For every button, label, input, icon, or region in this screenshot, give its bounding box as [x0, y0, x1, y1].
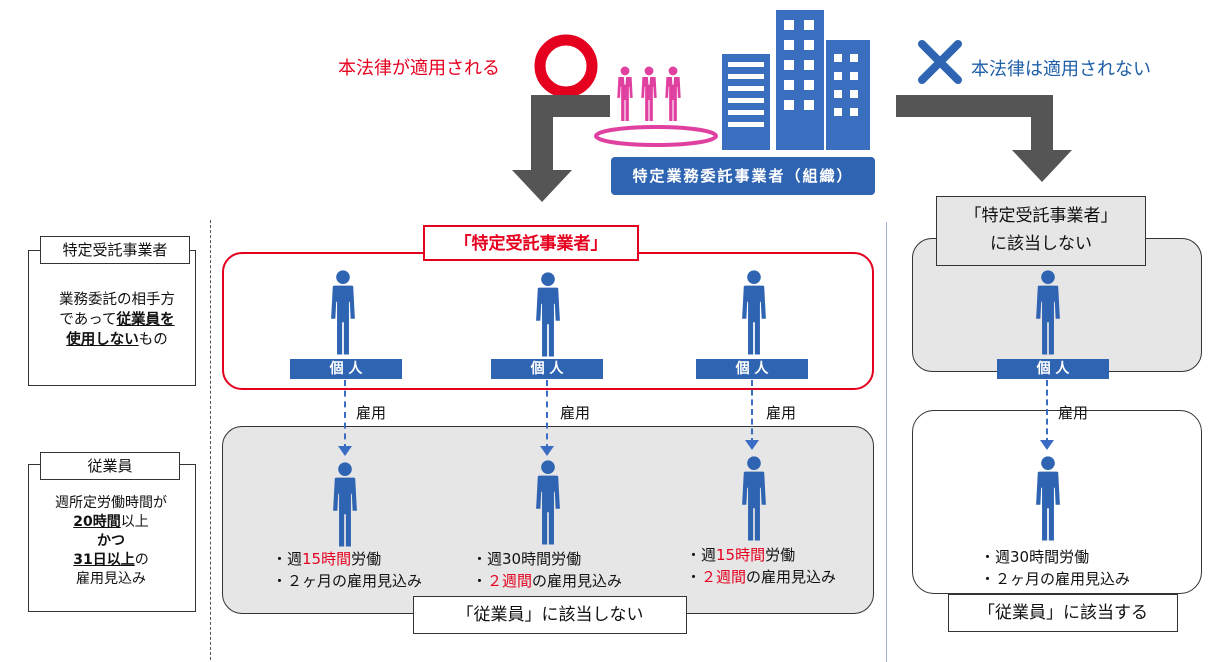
employee-group-box [222, 426, 874, 614]
employment-arrow-1 [344, 380, 346, 450]
right-employment-label: 雇用 [1058, 404, 1089, 422]
employment-label-1: 雇用 [356, 404, 387, 422]
building-icon [722, 10, 870, 150]
employee-note-1: ・週15時間労働 ・２ヶ月の雇用見込み [272, 550, 423, 590]
employee-note-2: ・週30時間労働 ・２週間の雇用見込み [472, 550, 623, 590]
contractor-person-1-label: 個 人 [290, 359, 402, 379]
employment-label-3: 雇用 [766, 404, 797, 422]
contractor-group-header: 「特定受託事業者」 [423, 225, 639, 261]
right-contractor-person-label: 個 人 [997, 359, 1109, 379]
non-contractor-header: 「特定受託事業者」 に該当しない [936, 196, 1146, 266]
contractor-title: 特定受託事業者 [40, 236, 190, 264]
employee-group-footer: 「従業員」に該当しない [413, 596, 687, 634]
employee-description: 週所定労働時間が 20時間以上 かつ 31日以上の 雇用見込み [55, 495, 167, 587]
arrow-head-2-icon [540, 446, 554, 456]
employee-title: 従業員 [40, 452, 180, 480]
contractor-person-2-label: 個 人 [491, 359, 603, 379]
right-contractor-person-icon [1031, 264, 1065, 360]
contractor-person-2-icon [531, 266, 565, 362]
right-employment-arrow [1046, 380, 1048, 444]
right-arrow-icon [896, 95, 1072, 182]
contractor-person-3-label: 個 人 [696, 359, 808, 379]
employee-person-2-icon [531, 454, 565, 550]
employment-arrow-2 [546, 380, 548, 450]
left-arrow-icon [512, 95, 610, 202]
right-employee-note: ・週30時間労働 ・２ヶ月の雇用見込み [980, 548, 1131, 588]
arrow-head-3-icon [745, 440, 759, 450]
contractor-person-3-icon [737, 264, 771, 360]
right-employee-box [912, 410, 1202, 594]
contractor-person-1-icon [326, 264, 360, 360]
right-employee-person-icon [1031, 450, 1065, 546]
right-arrow-head-icon [1040, 440, 1054, 450]
applies-text: 本法律が適用される [338, 58, 500, 79]
circle-mark-icon [534, 34, 598, 98]
organization-members-icon [594, 66, 718, 147]
section-divider-right [886, 222, 887, 662]
organization-label: 特定業務委託事業者（組織） [611, 157, 875, 195]
employee-person-1-icon [328, 456, 362, 552]
right-employee-footer: 「従業員」に該当する [948, 594, 1178, 632]
employee-person-3-icon [737, 450, 771, 546]
employment-arrow-3 [751, 380, 753, 444]
section-divider-left [210, 220, 211, 660]
x-mark-icon [918, 40, 962, 84]
contractor-description: 業務委託の相手方 であって従業員を 使用しないもの [59, 292, 175, 348]
employment-label-2: 雇用 [560, 404, 591, 422]
not-applies-text: 本法律は適用されない [971, 59, 1151, 80]
employee-note-3: ・週15時間労働 ・２週間の雇用見込み [686, 546, 837, 586]
arrow-head-1-icon [338, 446, 352, 456]
